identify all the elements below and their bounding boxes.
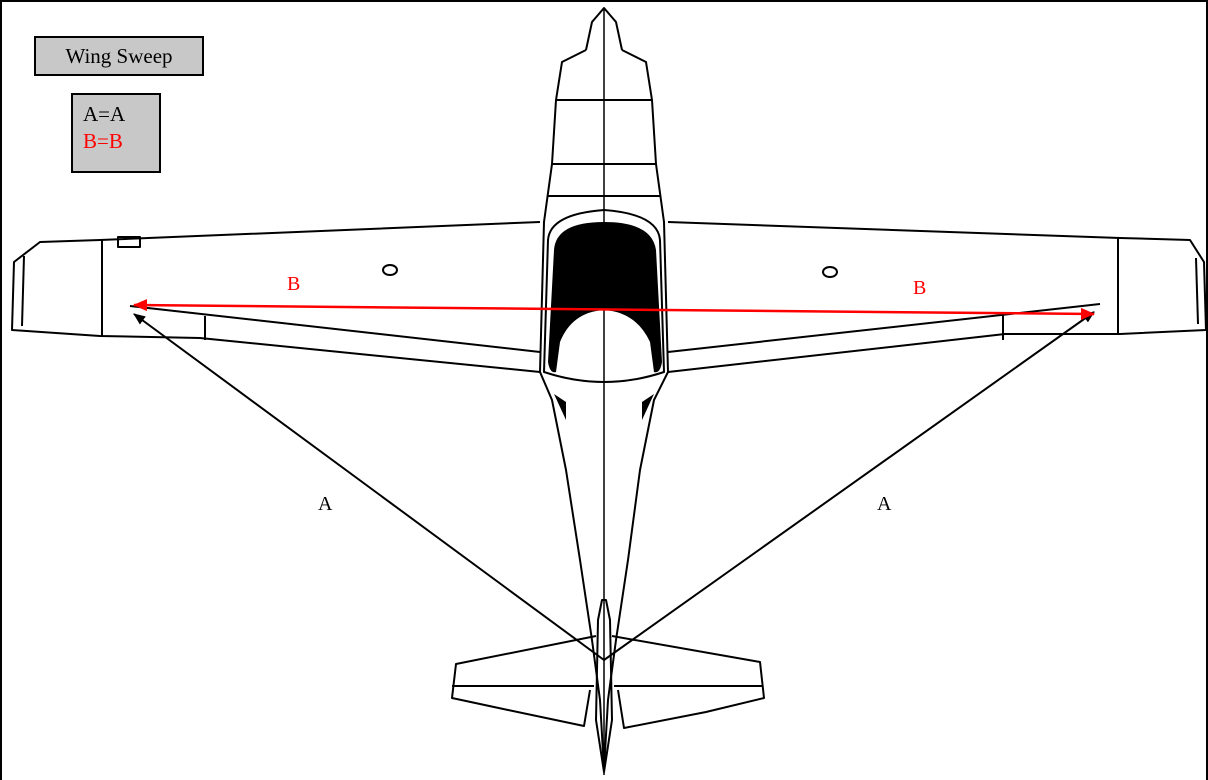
canopy-glass xyxy=(548,222,662,373)
title-box: Wing Sweep xyxy=(34,36,204,76)
left-fuselage-strake xyxy=(554,394,566,420)
measure-a-left xyxy=(133,313,605,661)
label-b-right: B xyxy=(913,277,926,299)
left-wing-light xyxy=(117,236,141,248)
left-wing xyxy=(11,221,541,373)
diagram-title: Wing Sweep xyxy=(65,44,173,68)
right-wing xyxy=(667,221,1207,373)
left-tip-rib-small xyxy=(21,255,25,327)
left-wing-inspection-port xyxy=(382,264,398,276)
right-tip-rib-small xyxy=(1195,257,1199,325)
legend-item-a: A=A xyxy=(83,102,126,126)
legend-box: A=A B=B xyxy=(71,93,161,173)
measure-b-line xyxy=(133,299,1095,320)
canopy-frame xyxy=(543,209,665,383)
measure-a-right xyxy=(603,311,1095,661)
label-a-left: A xyxy=(318,493,333,515)
left-aileron-line xyxy=(129,305,541,353)
label-a-right: A xyxy=(877,493,892,515)
label-b-left: B xyxy=(287,273,300,295)
left-horizontal-stabilizer xyxy=(451,635,597,727)
vertical-stabilizer xyxy=(595,599,613,773)
right-horizontal-stabilizer xyxy=(611,635,765,729)
right-wing-inspection-port xyxy=(822,266,838,278)
legend-item-b: B=B xyxy=(83,129,123,153)
right-fuselage-strake xyxy=(642,394,654,420)
